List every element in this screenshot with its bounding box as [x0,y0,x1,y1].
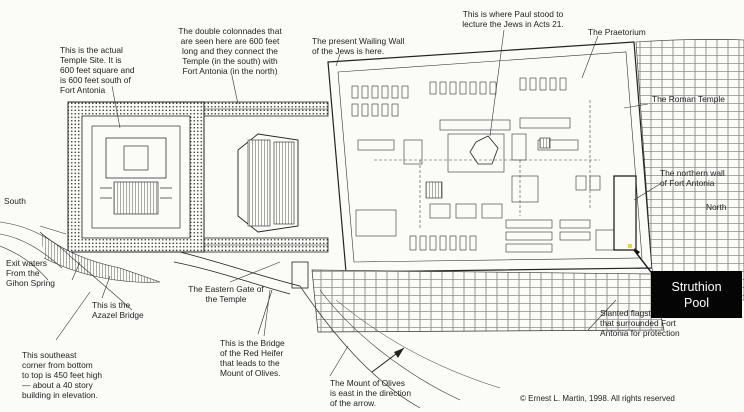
label-colonnades: The double colonnades that are seen here… [178,26,282,76]
label-red-heifer: This is the Bridge of the Red Heifer tha… [220,338,285,378]
label-paul: This is where Paul stood to lecture the … [462,9,564,29]
azazel-bridge [0,221,161,311]
label-southeast-corner: This southeast corner from bottom to top… [22,350,103,400]
label-wailing-wall: The present Wailing Wall of the Jews is … [312,36,405,56]
label-flagstones: Slanted flagstones that surrounded Fort … [600,308,680,338]
temple-site [67,101,205,253]
label-roman-temple: The Roman Temple [652,94,725,104]
struthion-pool-callout: Struthion Pool [651,271,742,318]
label-temple-site: This is the actual Temple Site. It is 60… [60,45,135,95]
east-arrow-icon [371,347,405,373]
label-mount-of-olives: The Mount of Olives is east in the direc… [330,378,412,408]
label-north: North [706,202,727,212]
label-praetorium: The Praetorium [588,27,646,37]
leader-lines [39,29,661,377]
label-azazel-bridge: This is the Azazel Bridge [92,300,144,320]
fort-antonia [327,41,653,273]
double-colonnades [203,101,329,253]
label-exit-waters: Exit waters From the Gihon Spring [6,258,55,288]
label-eastern-gate: The Eastern Gate of the Temple [188,284,264,304]
eastern-gate-building [237,133,309,289]
bridge-of-red-heifer [173,251,301,335]
praetorium [425,135,551,199]
struthion-pool-site [613,175,655,277]
label-northern-wall: The northern wall of Fort Antonia [660,168,725,188]
slanted-flagstones [299,39,744,409]
label-south: South [4,196,26,206]
copyright-text: © Ernest L. Martin, 1998. All rights res… [520,394,675,403]
